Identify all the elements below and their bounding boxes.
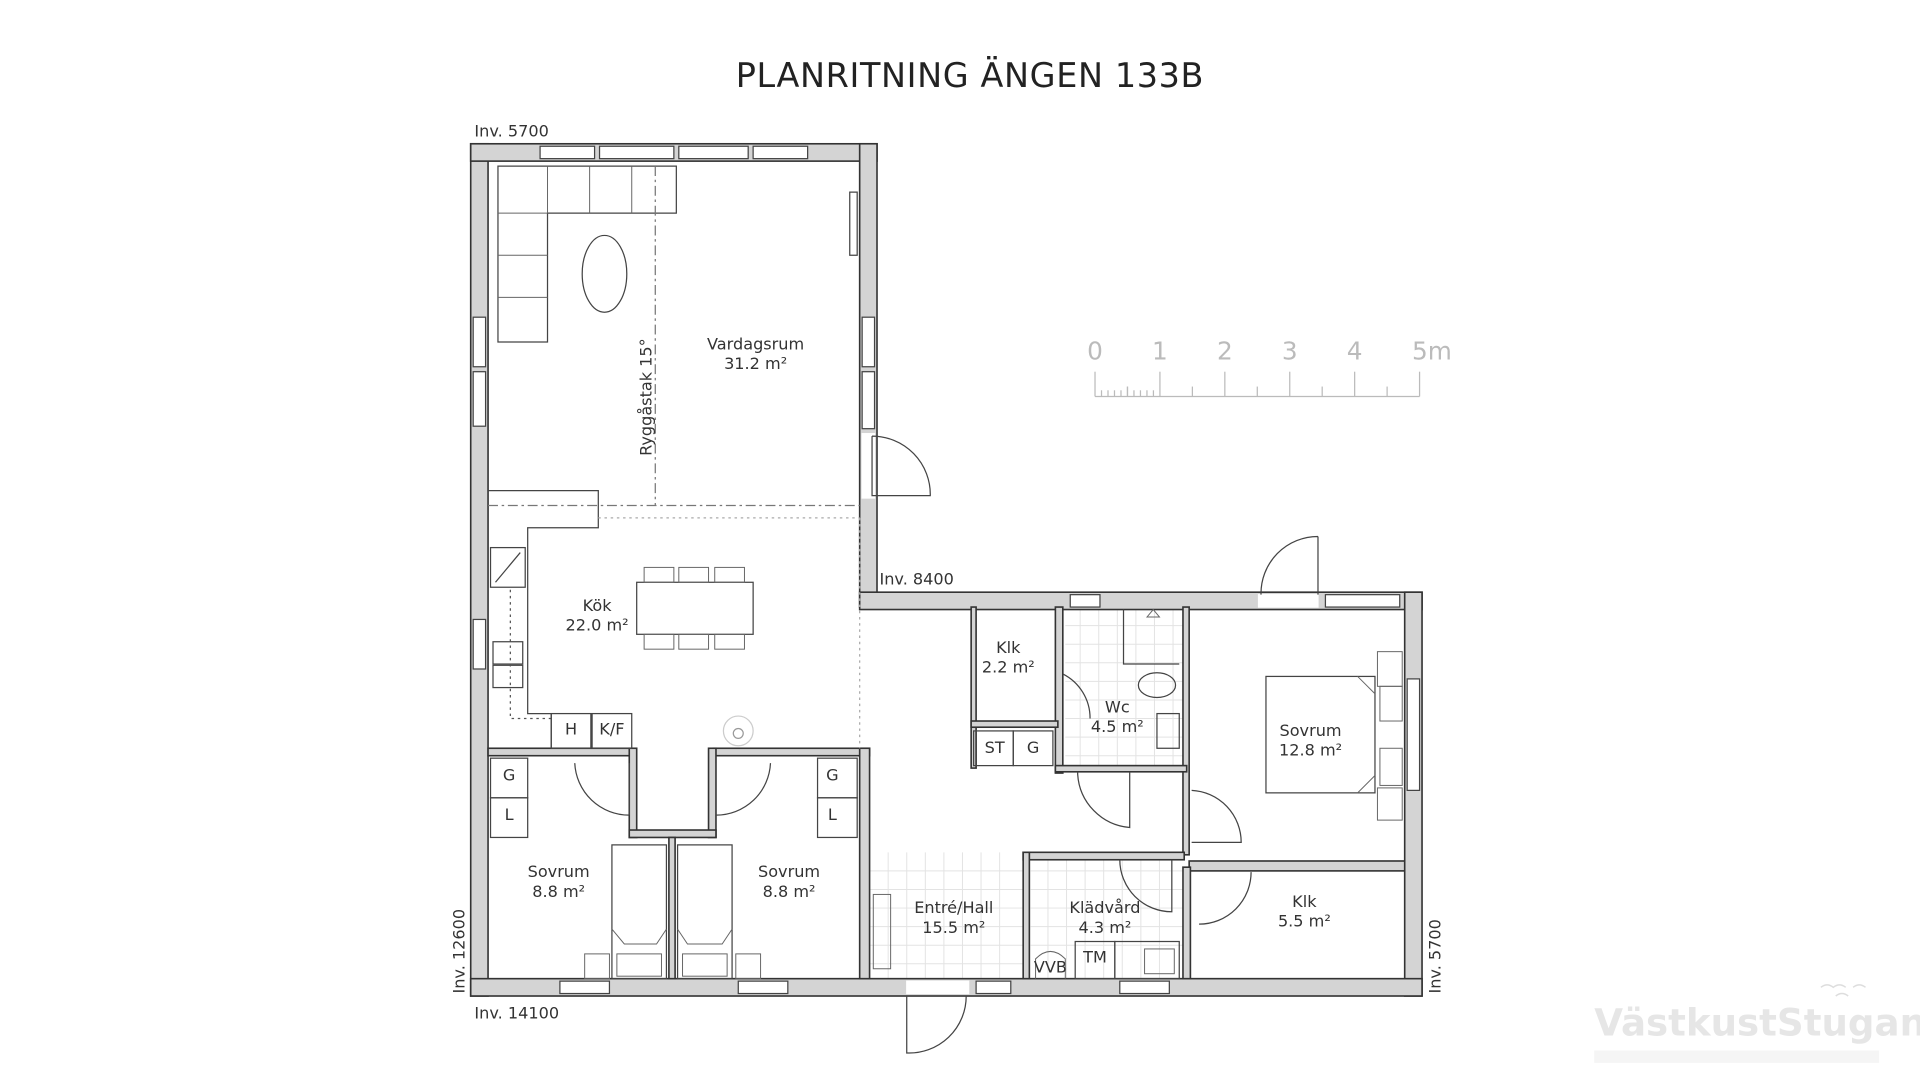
room-area: 8.8 m² (532, 882, 585, 901)
fixture-st: ST (985, 738, 1005, 757)
roof-label: Ryggåstak 15° (637, 338, 656, 456)
fixture-l: L (828, 805, 837, 824)
fixture-g: G (503, 765, 515, 784)
scale-label: 2 (1217, 336, 1233, 365)
scale-label: 0 (1087, 336, 1103, 365)
hidden-edge-line (598, 517, 861, 749)
room-area: 4.5 m² (1091, 717, 1144, 736)
room-name: Klk (1292, 892, 1317, 911)
room-name: Sovrum (1280, 721, 1342, 740)
fixture-labels: H K/F ST G G L G L TM VVB (503, 720, 1107, 977)
doors (574, 435, 1319, 1054)
room-area: 12.8 m² (1279, 741, 1342, 760)
room-name: Klk (996, 638, 1021, 657)
scale-label: 4 (1347, 336, 1363, 365)
furniture (488, 165, 1403, 980)
fixture-l: L (505, 805, 514, 824)
room-name: Klädvård (1069, 898, 1140, 917)
interior-walls (487, 606, 1406, 980)
fixture-kf: K/F (599, 720, 624, 739)
room-area: 31.2 m² (724, 354, 787, 373)
fixture-g: G (826, 765, 838, 784)
scale-bar: 0 1 2 3 4 5m (1087, 336, 1452, 398)
room-name: Sovrum (528, 862, 590, 881)
room-area: 4.3 m² (1079, 918, 1132, 937)
room-name: Wc (1105, 697, 1130, 716)
room-name: Kök (583, 596, 613, 615)
dimension-bottom-left: Inv. 14100 (474, 1003, 559, 1022)
dimension-right-side: Inv. 5700 (1426, 919, 1445, 993)
fixture-vvb: VVB (1034, 957, 1067, 976)
room-area: 2.2 m² (982, 658, 1035, 677)
room-area: 5.5 m² (1278, 912, 1331, 931)
room-area: 15.5 m² (922, 918, 985, 937)
room-area: 22.0 m² (566, 616, 629, 635)
logo-text: VästkustStugan (1594, 1002, 1920, 1045)
vastkuststugan-logo: VästkustStugan (1594, 984, 1920, 1063)
dimension-top-left: Inv. 5700 (474, 121, 548, 140)
room-name: Sovrum (758, 862, 820, 881)
scale-label: 1 (1152, 336, 1168, 365)
fixture-tm: TM (1082, 948, 1107, 967)
fixture-g: G (1027, 738, 1039, 757)
scale-label: 5m (1412, 336, 1452, 365)
room-name: Entré/Hall (914, 898, 993, 917)
fixture-h: H (565, 720, 577, 739)
room-labels: Vardagsrum 31.2 m² Kök 22.0 m² Klk 2.2 m… (528, 334, 1342, 936)
plan-title: PLANRITNING ÄNGEN 133B (736, 56, 1204, 95)
dimension-inner-corner: Inv. 8400 (879, 570, 953, 589)
dimension-left-side: Inv. 12600 (450, 909, 469, 994)
scale-label: 3 (1282, 336, 1298, 365)
room-area: 8.8 m² (763, 882, 816, 901)
windows (472, 145, 1421, 995)
room-name: Vardagsrum (707, 334, 804, 353)
